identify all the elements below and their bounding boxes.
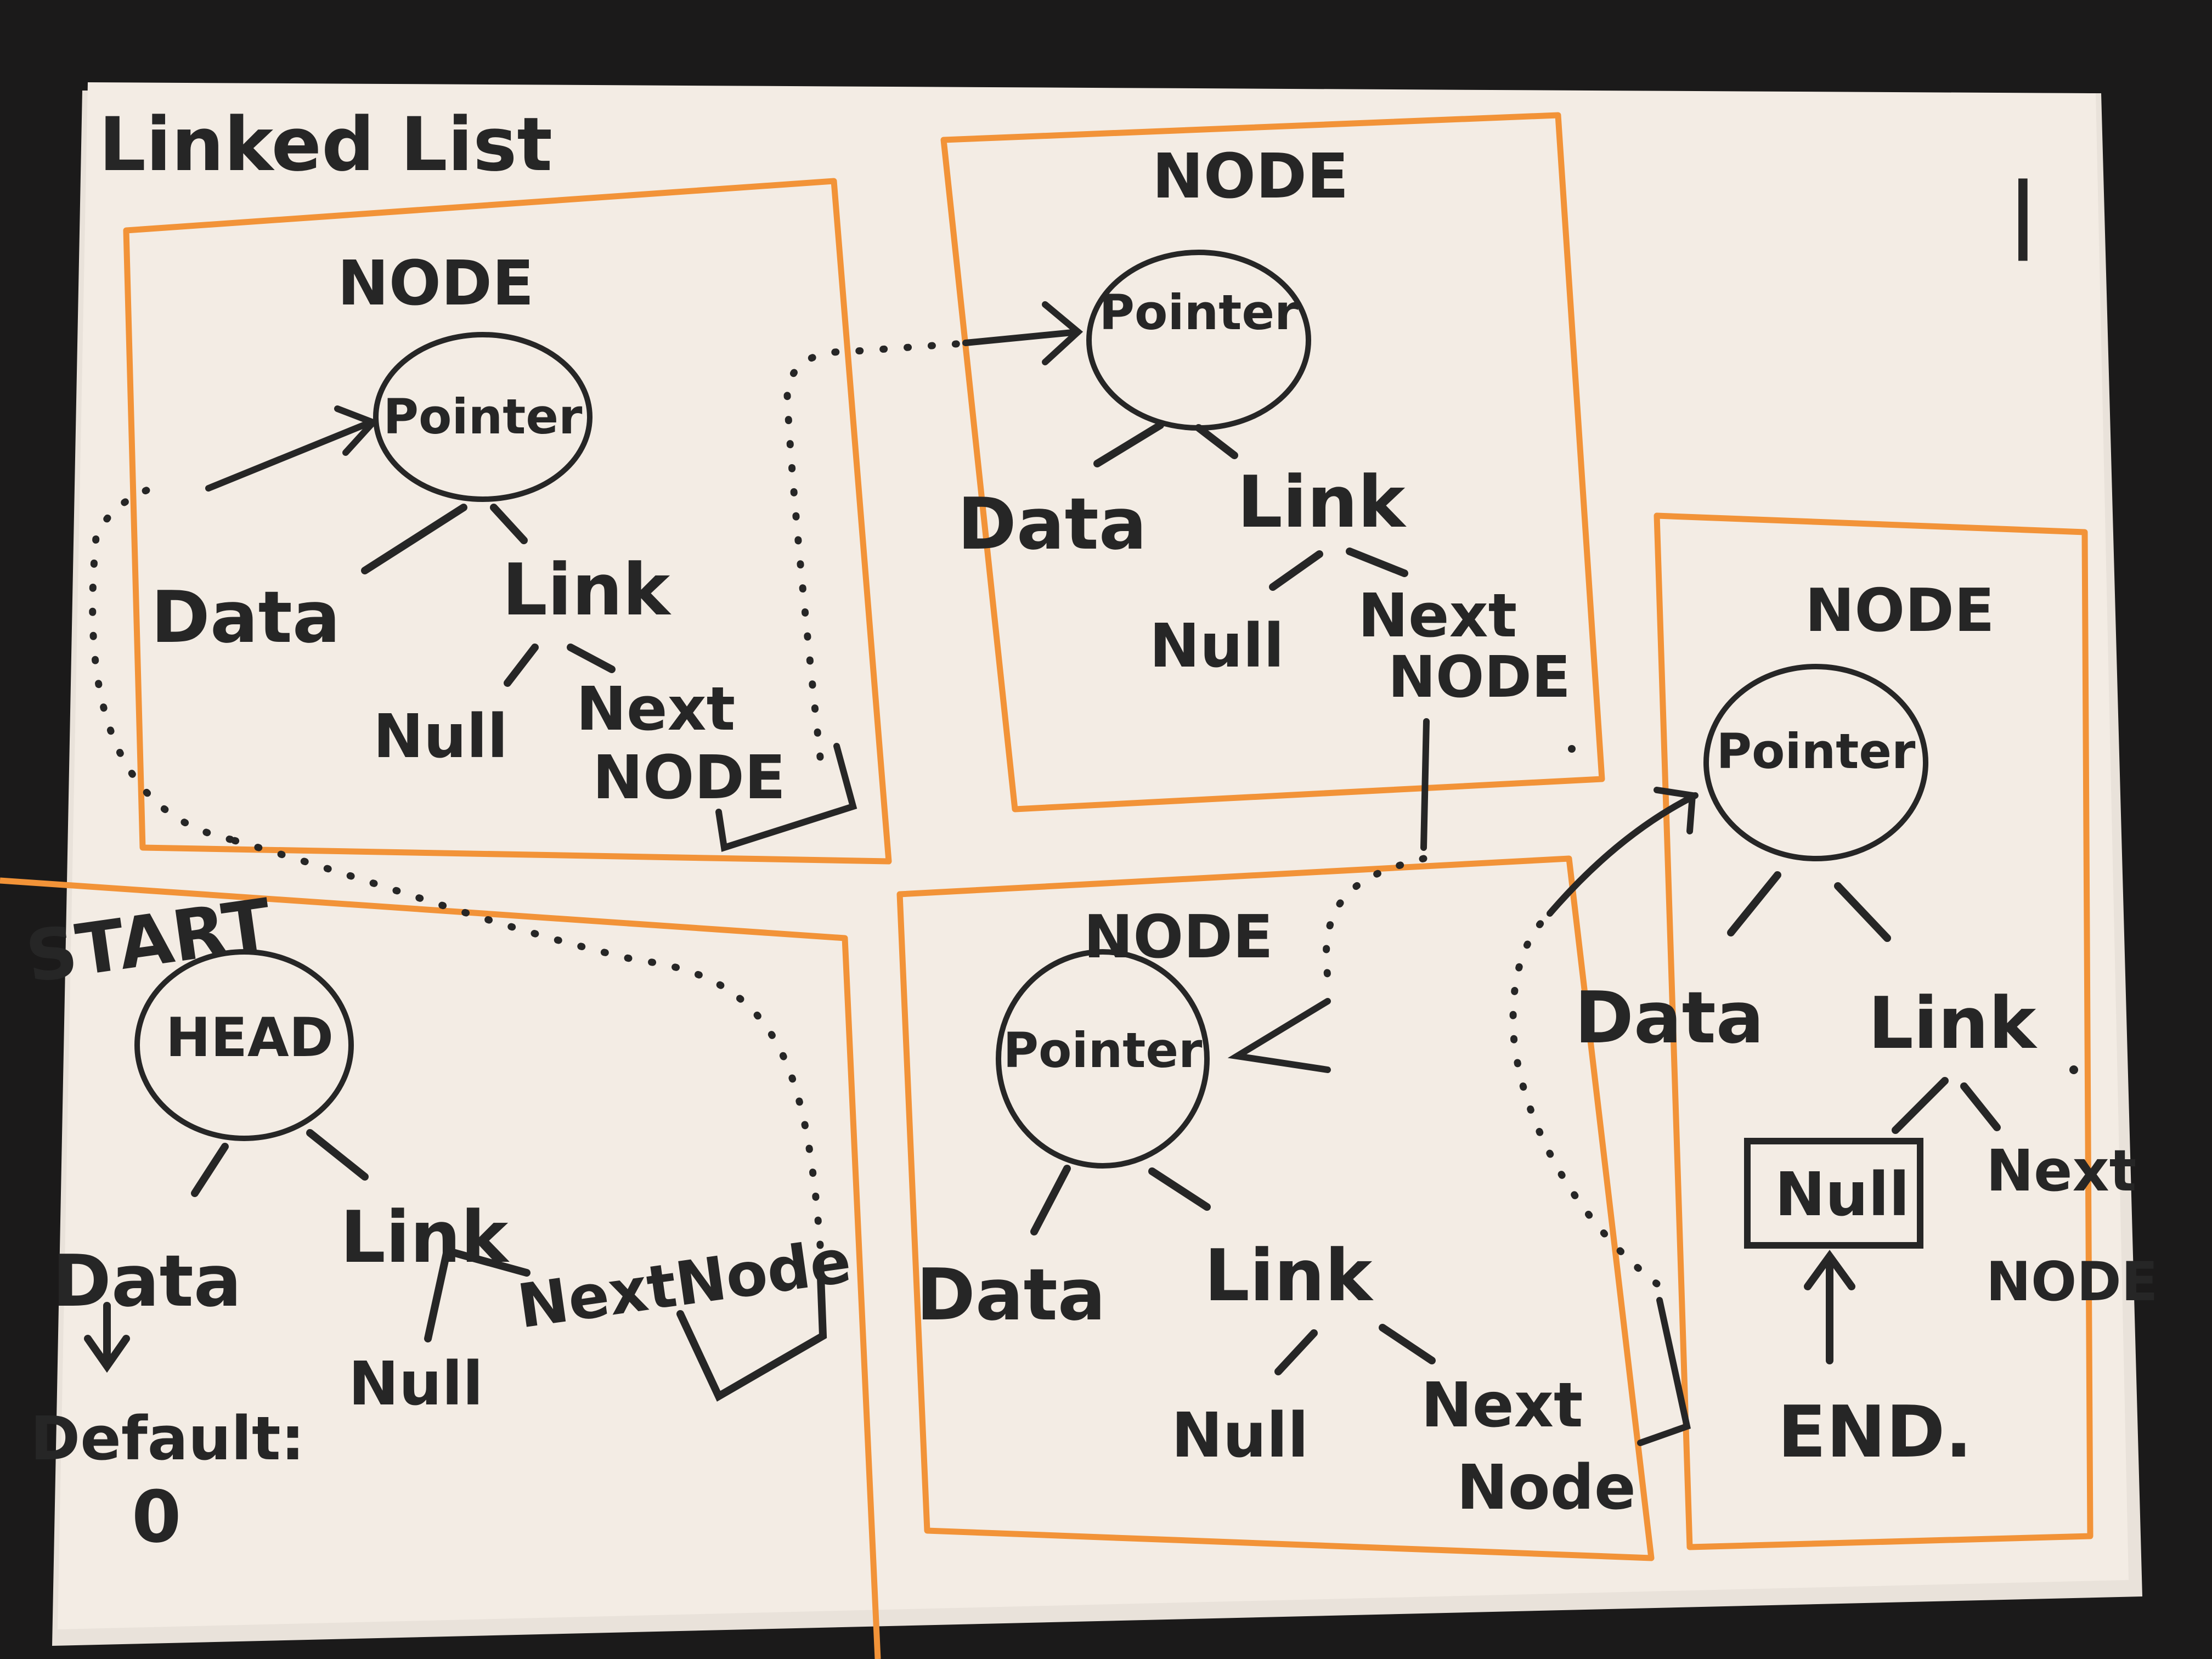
head-null-label: Null: [348, 1348, 483, 1419]
node1-data-label: Data: [151, 575, 341, 659]
node4-next-node-label: NODE: [1986, 1251, 2158, 1313]
node1-next-label: Next: [576, 674, 735, 744]
head-to-node1-dotted: [89, 479, 234, 843]
node3-to-node4-arrow: [1547, 792, 1699, 917]
node2-next-stem: [1420, 718, 1430, 851]
node2-title: NODE: [1152, 141, 1348, 212]
connectors: [205, 301, 1699, 1446]
node1-link-label: Link: [502, 548, 672, 631]
node1-box: [123, 178, 892, 865]
page-mark: |: [2008, 166, 2038, 261]
node4-pointer-label: Pointer: [1717, 723, 1916, 780]
node4-null-label: Null: [1775, 1159, 1910, 1229]
head-next-dotted: [227, 836, 824, 1249]
node4-end-label: END.: [1778, 1390, 1972, 1474]
node3-next-label: Next: [1421, 1370, 1583, 1441]
node3-pointer-circle: [996, 949, 1210, 1169]
head-circle-label: HEAD: [166, 1007, 334, 1069]
node2-link-label: Link: [1237, 460, 1407, 544]
head-circle: [134, 949, 354, 1141]
node3-box: [896, 855, 1655, 1561]
node3-pointer-label: Pointer: [1003, 1022, 1203, 1079]
node-boxes: [0, 112, 2094, 1659]
paper-sheet: [58, 82, 2129, 1629]
node2-data-label: Data: [957, 482, 1147, 566]
node4-box: [1654, 512, 2094, 1550]
node2-next-node-label: NODE: [1388, 644, 1571, 710]
node1-null-label: Null: [373, 701, 508, 771]
dotted-connectors: [89, 339, 1661, 1288]
node4-pointer-circle: [1703, 664, 1928, 861]
page-title: Linked List: [99, 101, 552, 188]
head-default-label: Default:: [30, 1403, 305, 1474]
node3-next-bracket: [1637, 1297, 1691, 1446]
node4-link-label: Link: [1868, 981, 2038, 1065]
node1-next-node-label: NODE: [592, 742, 786, 812]
node4-null-box: [1744, 1138, 1923, 1249]
node3-null-label: Null: [1171, 1400, 1308, 1471]
node1-pointer-circle: [373, 332, 592, 502]
node4-next-label: Next: [1986, 1137, 2136, 1204]
node1-to-node2-dotted: [783, 339, 975, 761]
node3-link-label: Link: [1204, 1234, 1374, 1317]
head-default-value: 0: [132, 1475, 181, 1559]
node2-to-node3-arrowhead: [1227, 998, 1331, 1073]
node4: NODE Pointer Data Link Null Next NODE EN…: [1575, 577, 2158, 1474]
node4-title: NODE: [1805, 577, 1995, 645]
node1-to-node2-arrowhead: [1042, 301, 1084, 365]
node4-data-label: Data: [1575, 976, 1764, 1059]
node3-title: NODE: [1084, 903, 1273, 972]
node2-box: [940, 112, 1605, 812]
node1: NODE Pointer Data Link Null Next NODE: [151, 248, 786, 812]
node1-pointer-label: Pointer: [383, 388, 583, 445]
node2-null-label: Null: [1149, 611, 1284, 681]
head-to-node1-arrow: [205, 419, 374, 492]
node3-data-label: Data: [916, 1253, 1106, 1336]
node3-next-node-label: Node: [1457, 1452, 1636, 1523]
node2: NODE Pointer Data Link Null Next NODE: [957, 141, 1576, 753]
node3: NODE Pointer Data Link Null Next Node: [916, 903, 1636, 1523]
node2-next-label: Next: [1358, 580, 1517, 651]
head-link-label: Link: [340, 1195, 510, 1279]
node2-to-node3-dotted: [1322, 855, 1427, 980]
node2-pointer-label: Pointer: [1099, 284, 1299, 341]
node1-title: NODE: [337, 248, 534, 319]
start-box: [0, 877, 881, 1659]
node1-next-bracket: [715, 743, 857, 852]
head-data-label: Data: [52, 1239, 242, 1323]
